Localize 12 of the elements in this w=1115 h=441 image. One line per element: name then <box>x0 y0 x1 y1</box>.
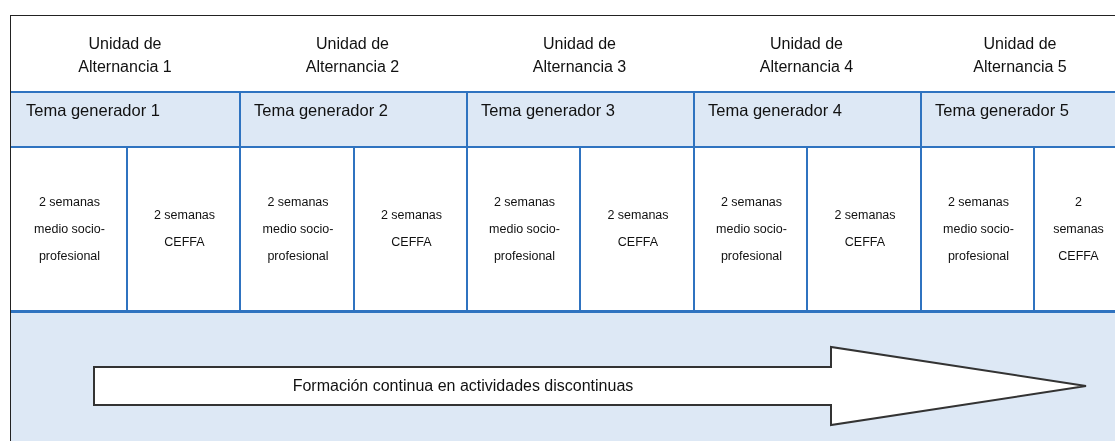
column-heading: Unidad de Alternancia 1 <box>77 34 173 77</box>
block-arrow <box>93 346 1087 426</box>
column-heading: Unidad de Alternancia 3 <box>531 34 628 77</box>
theme-cell: Tema generador 2 <box>239 91 468 148</box>
theme-cell: Tema generador 3 <box>466 91 695 148</box>
theme-cell: Tema generador 1 <box>11 91 241 148</box>
column-heading: Unidad de Alternancia 4 <box>758 34 855 77</box>
column-heading: Unidad de Alternancia 5 <box>972 34 1068 77</box>
theme-cell: Tema generador 5 <box>920 91 1115 148</box>
theme-cell: Tema generador 4 <box>693 91 922 148</box>
column-heading: Unidad de Alternancia 2 <box>304 34 401 77</box>
arrow-label: Formación continua en actividades discontinuas <box>291 376 635 396</box>
